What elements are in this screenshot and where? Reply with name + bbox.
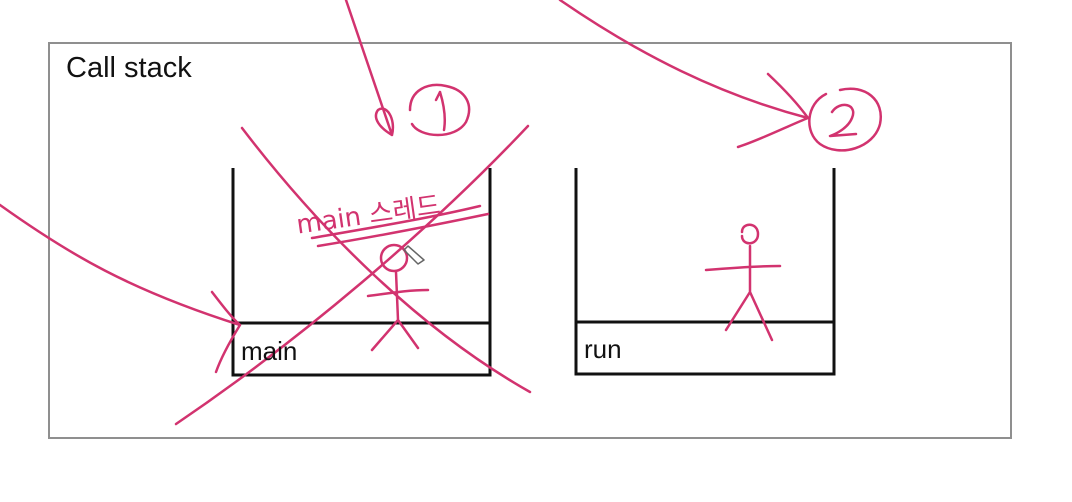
marker-1-digit bbox=[434, 90, 447, 132]
marker-2-circle bbox=[808, 87, 883, 152]
handwritten-main-thread-label: main 스레드 bbox=[295, 191, 443, 241]
main-thread-stack bbox=[231, 168, 492, 377]
call-stack-panel bbox=[48, 42, 1012, 439]
marker-1-text: 1 bbox=[0, 0, 1, 1]
handwritten-annotations bbox=[0, 0, 883, 426]
arrow-to-marker-2 bbox=[558, 0, 810, 149]
marker-2-text: 2 bbox=[0, 0, 1, 1]
main-thread-figure bbox=[366, 243, 430, 352]
main-frame-label: main bbox=[241, 336, 298, 366]
pencil-cursor-icon bbox=[403, 245, 425, 265]
arrow-to-marker-1 bbox=[344, 0, 395, 137]
call-stack-title: Call stack bbox=[66, 52, 192, 84]
run-thread-stack bbox=[574, 168, 836, 376]
label-underline bbox=[310, 204, 490, 248]
marker-1-circle bbox=[408, 83, 471, 137]
cross-out-stroke-2 bbox=[240, 126, 532, 394]
cross-out-stroke-1 bbox=[174, 124, 530, 426]
run-stack-container bbox=[574, 168, 836, 376]
main-stack-container bbox=[231, 168, 492, 377]
marker-2-digit bbox=[828, 103, 858, 138]
run-thread-figure bbox=[704, 223, 782, 342]
run-frame-label: run bbox=[584, 334, 622, 364]
arrow-to-main-frame bbox=[0, 203, 242, 374]
